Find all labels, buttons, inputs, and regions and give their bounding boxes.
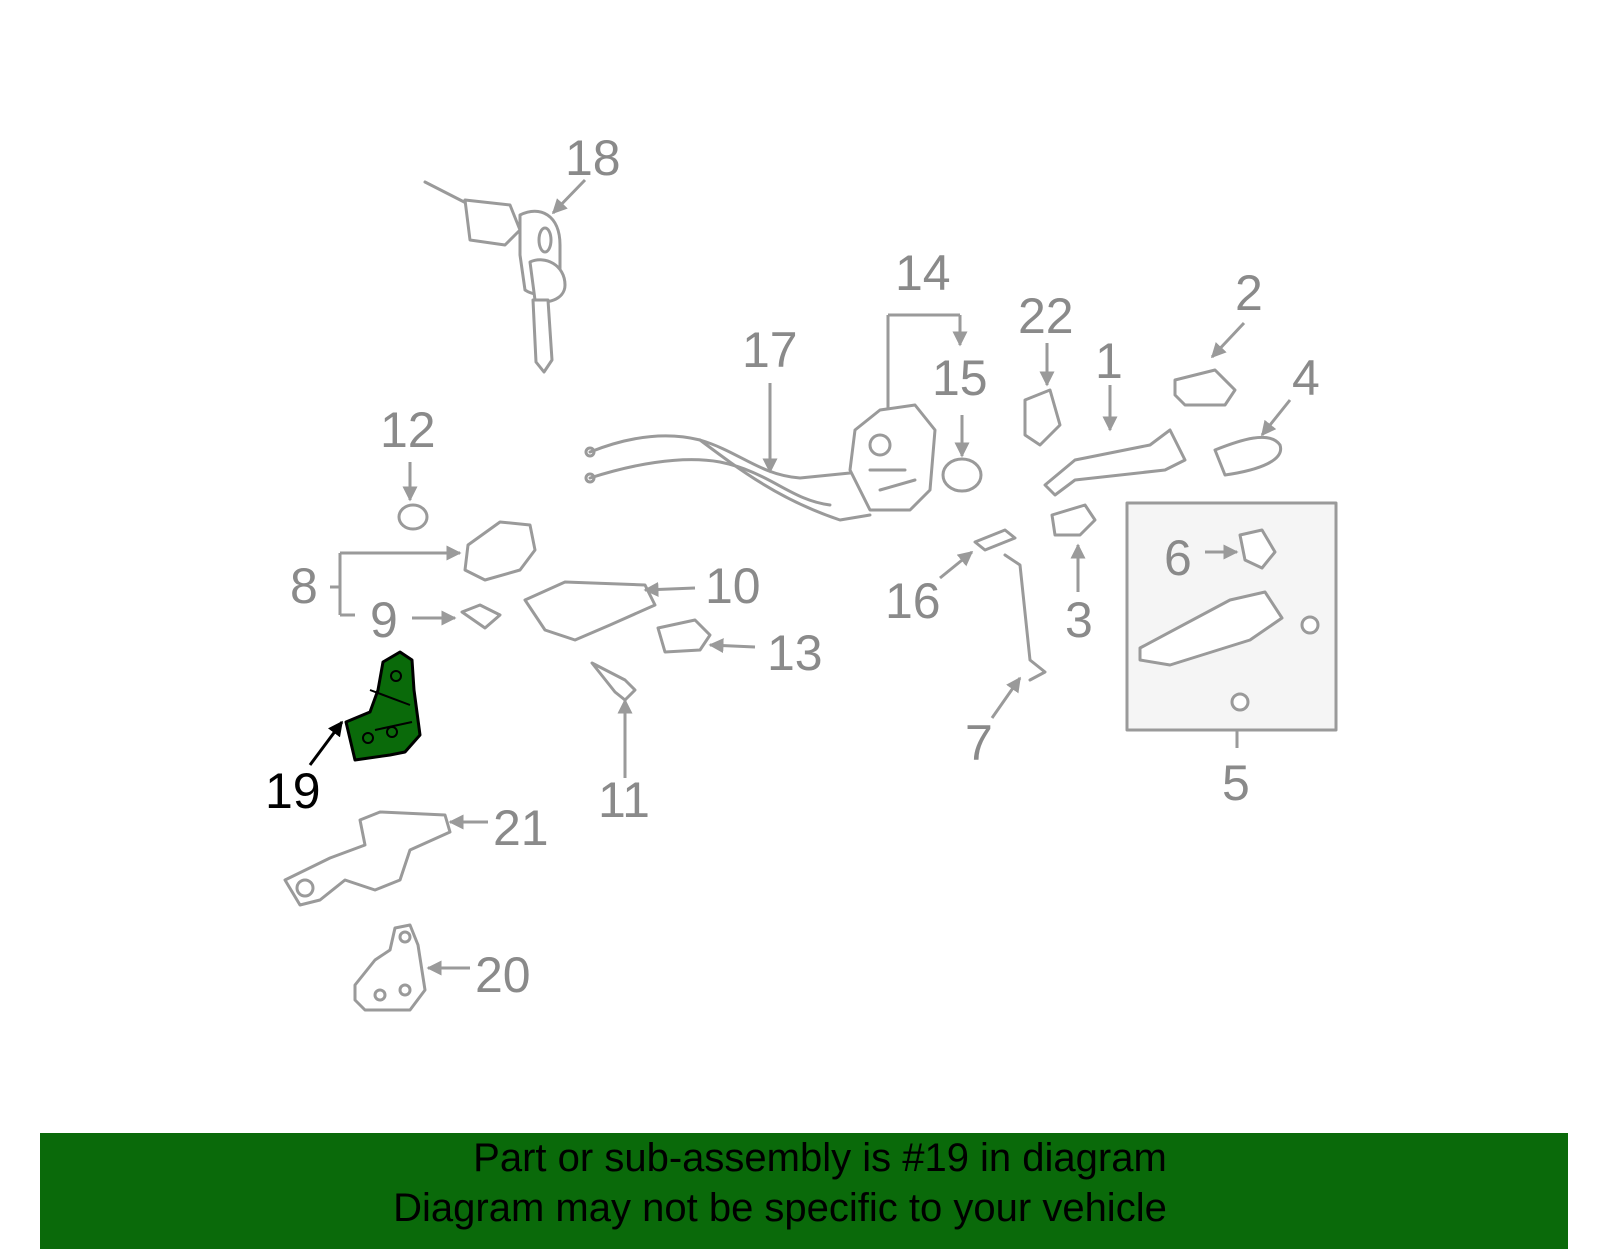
part-3 — [1050, 503, 1097, 537]
callout-18: 18 — [565, 130, 621, 186]
callout-15: 15 — [932, 350, 988, 406]
callout-10: 10 — [705, 558, 761, 614]
callout-12: 12 — [380, 402, 436, 458]
callout-9: 9 — [370, 592, 398, 648]
part-9 — [460, 603, 502, 630]
part-14-latch — [848, 403, 937, 512]
callout-22: 22 — [1018, 288, 1074, 344]
callout-8: 8 — [290, 558, 318, 614]
callout-5: 5 — [1222, 755, 1250, 811]
part-4 — [1213, 435, 1283, 477]
banner-line-2: Diagram may not be specific to your vehi… — [393, 1186, 1167, 1230]
callout-20: 20 — [475, 947, 531, 1003]
part-17-cables — [584, 434, 882, 522]
part-20-hinge — [353, 923, 427, 1012]
callout-7: 7 — [965, 715, 993, 771]
part-10-bezel — [523, 580, 657, 642]
part-2 — [1173, 368, 1237, 407]
callout-6: 6 — [1164, 530, 1192, 586]
callout-19: 19 — [265, 763, 321, 819]
part-8-inside-handle — [463, 520, 537, 582]
callout-2: 2 — [1235, 265, 1263, 321]
part-18-lock-cylinder — [423, 180, 567, 374]
part-16-screw — [973, 528, 1017, 552]
callout-1: 1 — [1095, 333, 1123, 389]
callout-14: 14 — [895, 245, 951, 301]
part-21-check-arm — [283, 810, 452, 907]
part-12 — [397, 503, 429, 531]
part-11-screw — [590, 661, 637, 702]
part-7-rod — [1003, 553, 1047, 682]
info-banner: Part or sub-assembly is #19 in diagram D… — [40, 1133, 1568, 1249]
callout-11: 11 — [598, 772, 650, 828]
banner-line-1: Part or sub-assembly is #19 in diagram — [473, 1136, 1167, 1180]
callout-4: 4 — [1292, 350, 1320, 406]
part-19-hinge-highlighted — [344, 650, 422, 762]
callout-16: 16 — [885, 573, 941, 629]
part-5-components — [1138, 528, 1320, 712]
callout-3: 3 — [1065, 592, 1093, 648]
callout-21: 21 — [493, 800, 549, 856]
part-1-outside-handle — [1043, 428, 1187, 497]
part-22 — [1023, 388, 1062, 447]
callout-13: 13 — [767, 625, 823, 681]
part-15-grommet — [941, 457, 983, 493]
part-13 — [656, 618, 712, 654]
callout-17: 17 — [742, 322, 798, 378]
